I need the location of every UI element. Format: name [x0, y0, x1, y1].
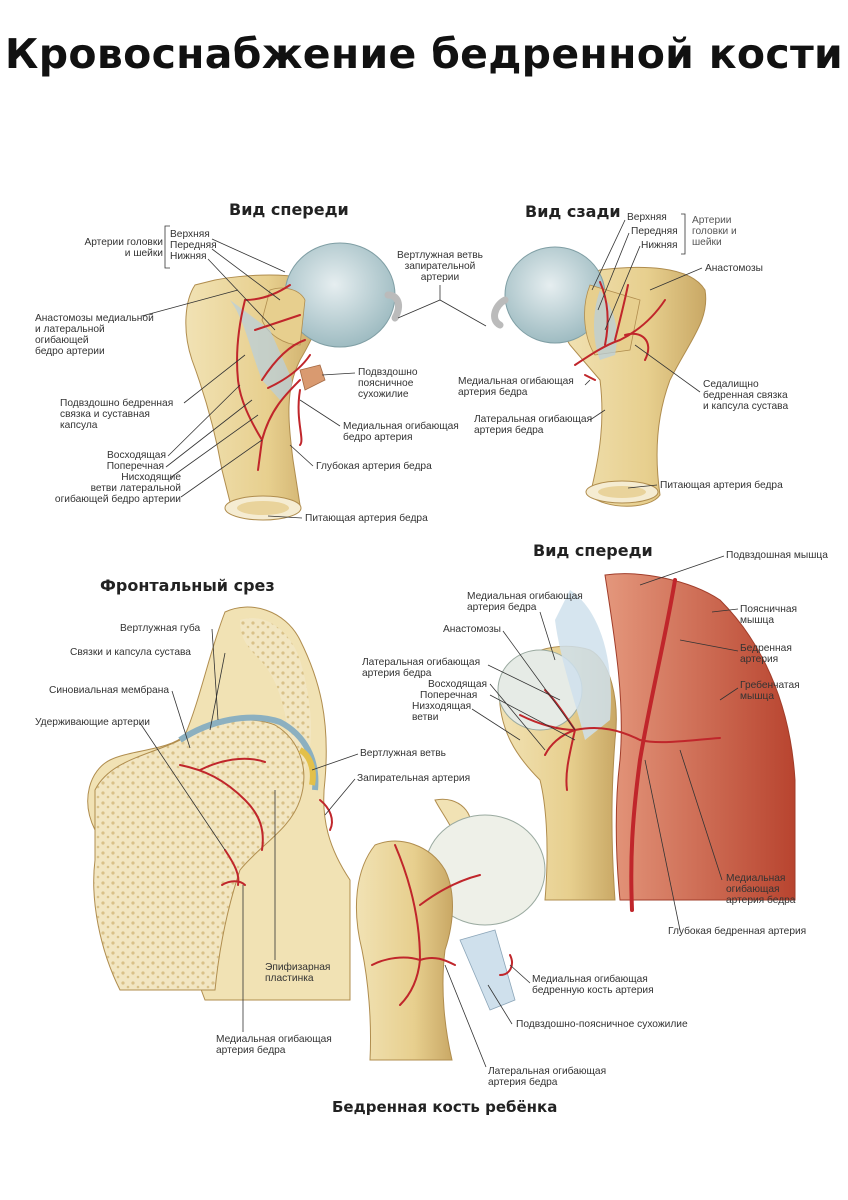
label-back-lower: Нижняя [641, 240, 678, 251]
label-front2-iliacus: Подвздошная мышца [726, 550, 828, 561]
label-front-nutrient: Питающая артерия бедра [305, 513, 428, 524]
label-front-descending: Нисходящие ветви латеральной огибающей б… [54, 472, 181, 505]
heading-frontal-section: Фронтальный срез [100, 576, 275, 595]
label-back-lateral-circumflex: Латеральная огибающая артерия бедра [474, 414, 593, 436]
label-front2-medial-circumflex-top: Медиальная огибающая артерия бедра [467, 591, 583, 613]
label-back-medial-circumflex: Медиальная огибающая артерия бедра [458, 376, 574, 398]
label-child-medial-circumflex: Медиальная огибающая бедренную кость арт… [532, 974, 654, 996]
heading-front-view-2: Вид спереди [533, 541, 653, 560]
label-section-acetabular-branch: Вертлужная ветвь [360, 748, 446, 759]
label-front-ascending: Восходящая [106, 450, 166, 461]
label-section-labrum: Вертлужная губа [120, 623, 201, 634]
label-front2-ascending: Восходящая [428, 679, 488, 690]
label-back-anastomoses: Анастомозы [705, 263, 763, 274]
label-section-ligaments: Связки и капсула сустава [70, 647, 191, 658]
page-title: Кровоснабжение бедренной кости [4, 30, 844, 78]
front-view-muscles [497, 573, 796, 912]
label-front-iliofemoral: Подвздошно бедренная связка и суставная … [60, 398, 174, 431]
heading-child-femur: Бедренная кость ребёнка [332, 1098, 558, 1116]
label-child-lateral-circumflex: Латеральная огибающая артерия бедра [488, 1066, 607, 1088]
label-section-retinacular: Удерживающие артерии [35, 717, 151, 728]
label-front2-medial-circumflex-right: Медиальная огибающая артерия бедра [726, 873, 796, 906]
label-back-ischiofemoral: Седалищно бедренная связка и капсула сус… [703, 379, 789, 412]
label-back-anterior: Передняя [631, 226, 678, 237]
label-back-upper: Верхняя [627, 212, 667, 223]
label-section-epiphyseal: Эпифизарная пластинка [265, 962, 331, 984]
label-back-head-neck-arteries: Артерии головки и шейки [692, 215, 737, 248]
label-front-acetabular-branch: Вертлужная ветвь запирательной артерии [397, 250, 483, 283]
heading-back-view: Вид сзади [525, 202, 621, 221]
label-front-deep-artery: Глубокая артерия бедра [316, 461, 432, 472]
frontal-section [87, 606, 351, 1001]
femur-back-view [491, 246, 707, 507]
label-section-synovial: Синовиальная мембрана [49, 685, 170, 696]
label-back-nutrient: Питающая артерия бедра [660, 480, 783, 491]
femur-front-view [185, 242, 402, 521]
label-front-upper: Верхняя [170, 229, 210, 240]
leader-lines [139, 213, 739, 1068]
label-front2-lateral-circumflex: Латеральная огибающая артерия бедра [362, 657, 481, 679]
label-front-anastomoses: Анастомозы медиальной и латеральной огиб… [35, 313, 154, 357]
label-child-iliopsoas: Подвздошно-поясничное сухожилие [516, 1019, 688, 1030]
heading-front-view: Вид спереди [229, 200, 349, 219]
label-section-obturator: Запирательная артерия [357, 773, 471, 784]
label-front2-descending: Низходящая ветви [412, 701, 472, 723]
label-front2-pectineus: Гребенчатая мышца [740, 680, 800, 702]
label-front2-femoral-artery: Бедренная артерия [740, 643, 792, 665]
label-front-iliopsoas-tendon: Подвздошно поясничное сухожилие [358, 367, 418, 400]
label-front-head-neck-arteries: Артерии головки и шейки [84, 237, 163, 259]
label-front2-psoas: Поясничная мышца [740, 604, 798, 626]
label-front2-deep-femoral: Глубокая бедренная артерия [668, 926, 807, 937]
label-front-lower: Нижняя [170, 251, 207, 262]
label-front2-anastomoses: Анастомозы [443, 624, 501, 635]
label-front-transverse: Поперечная [106, 461, 164, 472]
label-front2-transverse: Поперечная [420, 690, 478, 701]
child-femur [355, 798, 546, 1061]
label-front-anterior: Передняя [170, 240, 217, 251]
label-section-medial-circumflex: Медиальная огибающая артерия бедра [216, 1034, 332, 1056]
label-front-medial-circumflex: Медиальная огибающая бедро артерия [343, 421, 459, 443]
